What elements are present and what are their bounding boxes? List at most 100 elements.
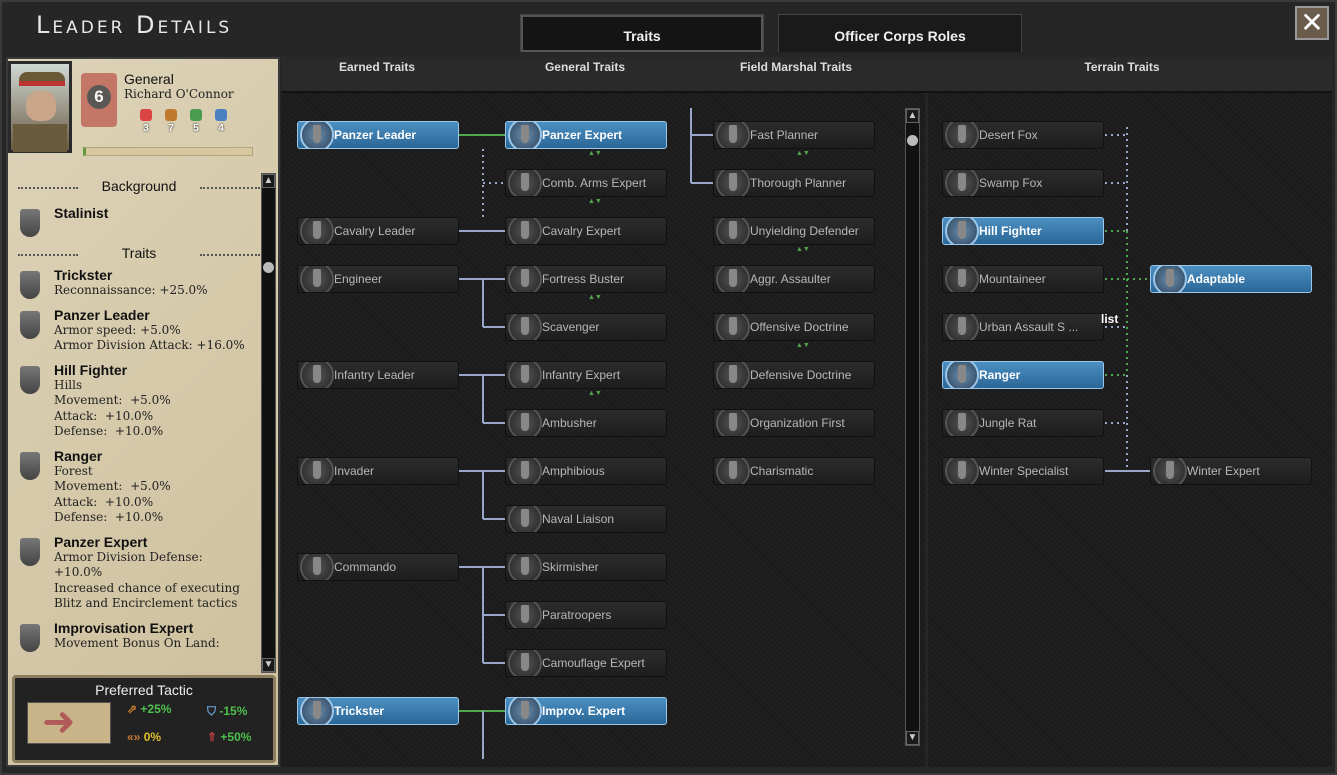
trait-button-unyielding-defender[interactable]: Unyielding Defender <box>713 217 875 245</box>
medal-icon <box>716 410 750 436</box>
earned-traits-header: Earned Traits <box>338 60 416 74</box>
medal-icon <box>945 314 979 340</box>
trait-button-adaptable[interactable]: Adaptable <box>1150 265 1312 293</box>
medal-icon <box>300 218 334 244</box>
trait-button-cavalry-leader[interactable]: Cavalry Leader <box>297 217 459 245</box>
trait-label: Skirmisher <box>542 560 599 574</box>
trait-button-trickster[interactable]: Trickster <box>297 697 459 725</box>
terrain-traits-header: Terrain Traits <box>1084 60 1160 74</box>
defense-icon: ⛉ <box>207 704 217 718</box>
trait-button-aggr-assaulter[interactable]: Aggr. Assaulter <box>713 265 875 293</box>
trait-button-organization-first[interactable]: Organization First <box>713 409 875 437</box>
trait-button-jungle-rat[interactable]: Jungle Rat <box>942 409 1104 437</box>
medal-icon <box>945 410 979 436</box>
trait-label: Winter Expert <box>1187 464 1260 478</box>
trait-button-thorough-planner[interactable]: Thorough Planner <box>713 169 875 197</box>
trait-button-infantry-leader[interactable]: Infantry Leader <box>297 361 459 389</box>
trait-description: Armor speed: +5.0% Armor Division Attack… <box>54 322 245 353</box>
trait-button-swamp-fox[interactable]: Swamp Fox <box>942 169 1104 197</box>
background-item: Stalinist <box>12 205 252 237</box>
medal-icon <box>300 554 334 580</box>
medal-icon <box>716 218 750 244</box>
trait-label: Naval Liaison <box>542 512 615 526</box>
medal-icon <box>945 362 979 388</box>
trait-button-invader[interactable]: Invader <box>297 457 459 485</box>
trait-tree-scrollbar[interactable]: ▲▼ <box>905 108 920 746</box>
trait-button-defensive-doctrine[interactable]: Defensive Doctrine <box>713 361 875 389</box>
medal-icon <box>300 266 334 292</box>
trait-label: Jungle Rat <box>979 416 1037 430</box>
upgrade-arrow-icon: ▲▼ <box>588 198 602 205</box>
trait-button-amphibious[interactable]: Amphibious <box>505 457 667 485</box>
medal-icon <box>716 266 750 292</box>
medal-icon <box>716 122 750 148</box>
leader-portrait <box>8 61 72 153</box>
trait-label: Comb. Arms Expert <box>542 176 647 190</box>
medal-icon <box>1153 458 1187 484</box>
upgrade-arrow-icon: ▲▼ <box>796 150 810 157</box>
trait-button-desert-fox[interactable]: Desert Fox <box>942 121 1104 149</box>
tactic-map-icon <box>27 699 111 745</box>
breakthrough-modifier: +50% <box>220 730 252 744</box>
trait-button-panzer-leader[interactable]: Panzer Leader <box>297 121 459 149</box>
medal-icon <box>716 314 750 340</box>
trait-label: Defensive Doctrine <box>750 368 852 382</box>
trait-button-camouflage-expert[interactable]: Camouflage Expert <box>505 649 667 677</box>
upgrade-arrow-icon: ▲▼ <box>588 150 602 157</box>
trait-button-infantry-expert[interactable]: Infantry Expert <box>505 361 667 389</box>
trait-button-paratroopers[interactable]: Paratroopers <box>505 601 667 629</box>
trait-name: Improvisation Expert <box>54 619 194 636</box>
trait-button-naval-liaison[interactable]: Naval Liaison <box>505 505 667 533</box>
overflow-text: list <box>1101 312 1119 326</box>
trait-description: Forest Movement: +5.0% Attack: +10.0% De… <box>54 463 171 525</box>
medal-icon <box>945 266 979 292</box>
trait-button-hill-fighter[interactable]: Hill Fighter <box>942 217 1104 245</box>
trait-label: Paratroopers <box>542 608 612 622</box>
movement-modifier: 0% <box>143 730 162 744</box>
trait-label: Mountaineer <box>979 272 1046 286</box>
medal-icon <box>508 458 542 484</box>
leader-rank-title: General <box>124 71 174 87</box>
upgrade-arrow-icon: ▲▼ <box>588 390 602 397</box>
trait-button-urban-assault-s[interactable]: Urban Assault S ... <box>942 313 1104 341</box>
trait-list-scrollbar[interactable]: ▲▼ <box>261 173 276 673</box>
preferred-tactic-panel: Preferred Tactic ⇗ +25% ⛉ -15% «» 0% ⇑ +… <box>12 675 276 763</box>
trait-button-mountaineer[interactable]: Mountaineer <box>942 265 1104 293</box>
trait-name: Ranger <box>54 447 103 464</box>
trait-medal-icon <box>20 271 40 299</box>
trait-button-winter-expert[interactable]: Winter Expert <box>1150 457 1312 485</box>
trait-button-ranger[interactable]: Ranger <box>942 361 1104 389</box>
trait-name: Hill Fighter <box>54 361 128 378</box>
trait-button-panzer-expert[interactable]: Panzer Expert <box>505 121 667 149</box>
trait-button-cavalry-expert[interactable]: Cavalry Expert <box>505 217 667 245</box>
tab-traits[interactable]: Traits <box>520 14 764 52</box>
close-button[interactable]: ✕ <box>1295 6 1329 40</box>
tab-officer-corps-roles[interactable]: Officer Corps Roles <box>778 14 1022 52</box>
trait-button-fast-planner[interactable]: Fast Planner <box>713 121 875 149</box>
trait-button-commando[interactable]: Commando <box>297 553 459 581</box>
trait-button-fortress-buster[interactable]: Fortress Buster <box>505 265 667 293</box>
medal-icon <box>945 218 979 244</box>
upgrade-arrow-icon: ▲▼ <box>796 246 810 253</box>
trait-button-engineer[interactable]: Engineer <box>297 265 459 293</box>
trait-name: Panzer Expert <box>54 533 148 550</box>
trait-label: Thorough Planner <box>750 176 847 190</box>
trait-button-charismatic[interactable]: Charismatic <box>713 457 875 485</box>
trait-button-winter-specialist[interactable]: Winter Specialist <box>942 457 1104 485</box>
trait-button-comb-arms-expert[interactable]: Comb. Arms Expert <box>505 169 667 197</box>
preferred-tactic-heading: Preferred Tactic <box>95 682 193 698</box>
trait-label: Charismatic <box>750 464 814 478</box>
trait-label: Trickster <box>334 704 385 718</box>
trait-button-improv-expert[interactable]: Improv. Expert <box>505 697 667 725</box>
trait-button-scavenger[interactable]: Scavenger <box>505 313 667 341</box>
defense-stat: 7 <box>164 109 178 134</box>
trait-label: Engineer <box>334 272 383 286</box>
trait-button-skirmisher[interactable]: Skirmisher <box>505 553 667 581</box>
trait-button-ambusher[interactable]: Ambusher <box>505 409 667 437</box>
scroll-thumb <box>907 135 918 146</box>
trait-button-offensive-doctrine[interactable]: Offensive Doctrine <box>713 313 875 341</box>
skill-level: 6 <box>87 85 111 109</box>
